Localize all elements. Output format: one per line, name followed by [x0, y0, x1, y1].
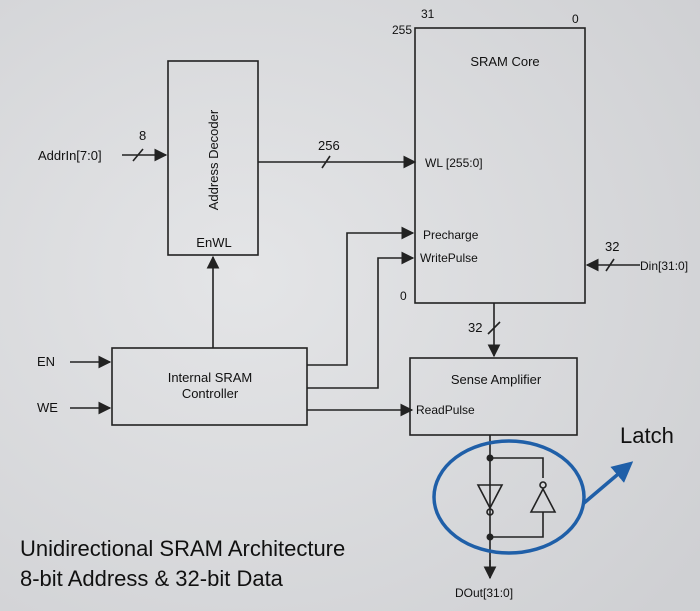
address-decoder-title: Address Decoder	[206, 109, 221, 210]
readpulse-port-label: ReadPulse	[416, 403, 475, 417]
caption-line2: 8-bit Address & 32-bit Data	[20, 566, 284, 591]
latch-callout-arrow	[582, 461, 634, 505]
core-out-width-label: 32	[468, 320, 482, 335]
wl-port-label: WL [255:0]	[425, 156, 483, 170]
sense-amplifier-title: Sense Amplifier	[451, 372, 542, 387]
writepulse-wire	[307, 251, 415, 389]
sram-core-title: SRAM Core	[470, 54, 539, 69]
addrin-label: AddrIn[7:0]	[38, 148, 102, 163]
latch-inverter-up-bubble	[539, 481, 547, 489]
controller-block	[111, 347, 308, 426]
din-bus-slash	[605, 258, 615, 272]
caption-line1: Unidirectional SRAM Architecture	[20, 536, 345, 561]
latch-label: Latch	[620, 423, 674, 448]
addr-width-label: 8	[139, 128, 146, 143]
enwl-label: EnWL	[196, 235, 231, 250]
wl-bus-slash	[321, 155, 331, 169]
latch-inverter-down-bubble	[486, 508, 494, 516]
latch-inverter-down	[476, 484, 504, 510]
latch-feedback-top	[490, 457, 544, 478]
writepulse-port-label: WritePulse	[420, 251, 478, 265]
row-low-label: 0	[400, 289, 407, 303]
bit-low-label: 0	[572, 12, 579, 26]
bit-high-label: 31	[421, 7, 435, 21]
we-label: WE	[37, 400, 58, 415]
din-label: Din[31:0]	[640, 259, 688, 273]
latch-feedback-bottom	[490, 512, 544, 538]
latch-highlight-ellipse	[432, 439, 586, 555]
precharge-wire	[307, 226, 415, 366]
controller-title-line2: Controller	[182, 386, 239, 401]
din-width-label: 32	[605, 239, 619, 254]
precharge-port-label: Precharge	[423, 228, 479, 242]
latch-inverter-up	[529, 487, 557, 513]
dout-label: DOut[31:0]	[455, 586, 513, 600]
sram-core-block	[414, 27, 586, 304]
sense-amplifier-block	[409, 357, 578, 436]
addrin-bus-slash	[132, 148, 144, 162]
wl-width-label: 256	[318, 138, 340, 153]
address-decoder-block	[167, 60, 259, 256]
row-high-label: 255	[392, 23, 412, 37]
en-label: EN	[37, 354, 55, 369]
core-out-bus-slash	[487, 321, 501, 335]
controller-title-line1: Internal SRAM	[168, 370, 253, 385]
